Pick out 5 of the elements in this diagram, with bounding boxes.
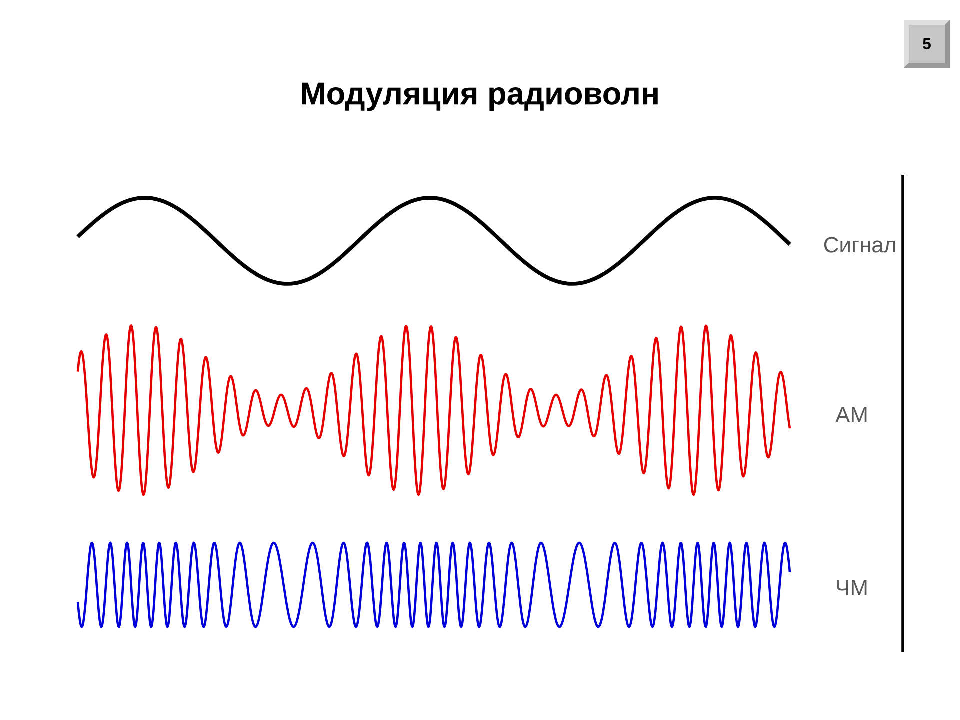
wave-label: АМ bbox=[836, 407, 867, 423]
wave-label: Сигнал bbox=[824, 237, 896, 253]
title: Модуляция радиоволн bbox=[302, 82, 658, 112]
page-number-box: 5 bbox=[904, 20, 950, 68]
wave-label: ЧМ bbox=[837, 580, 867, 596]
